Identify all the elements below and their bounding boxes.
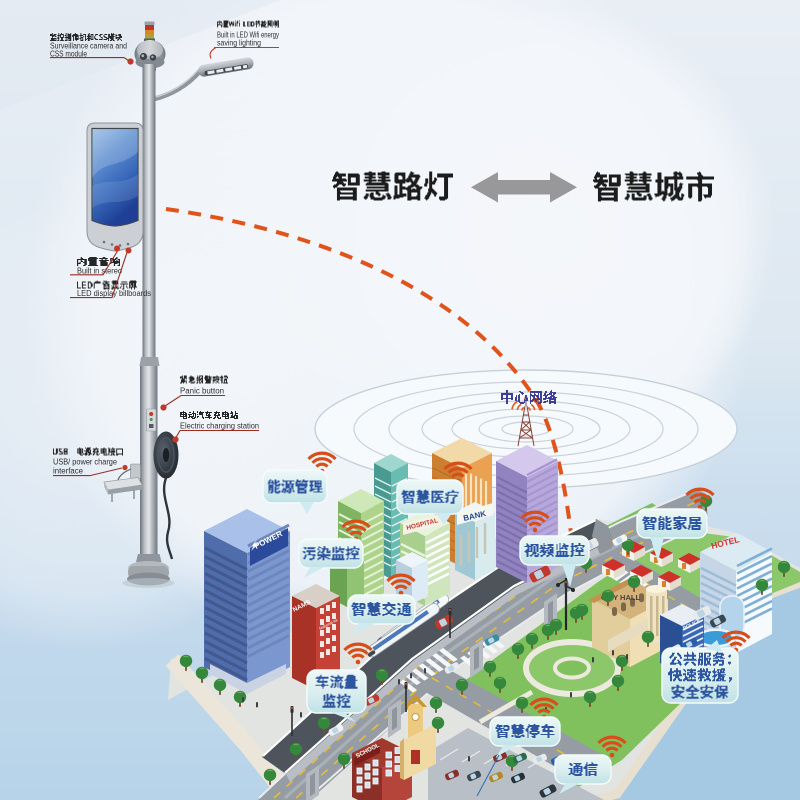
svg-text:Panic button: Panic button (180, 387, 224, 396)
svg-text:interface: interface (53, 467, 84, 476)
svg-text:CSS module: CSS module (50, 50, 87, 59)
svg-text:Built in LED Wifi energy: Built in LED Wifi energy (217, 31, 279, 40)
svg-text:Electric charging station: Electric charging station (180, 422, 259, 431)
svg-text:Built in stereo: Built in stereo (77, 267, 123, 276)
svg-text:saving lighting: saving lighting (217, 39, 261, 48)
svg-text:LED display billboards: LED display billboards (77, 289, 151, 298)
svg-text:Surveillance camera and: Surveillance camera and (50, 42, 127, 51)
svg-text:CITY HALL: CITY HALL (601, 593, 640, 602)
svg-text:USB/ power charge: USB/ power charge (53, 458, 118, 467)
